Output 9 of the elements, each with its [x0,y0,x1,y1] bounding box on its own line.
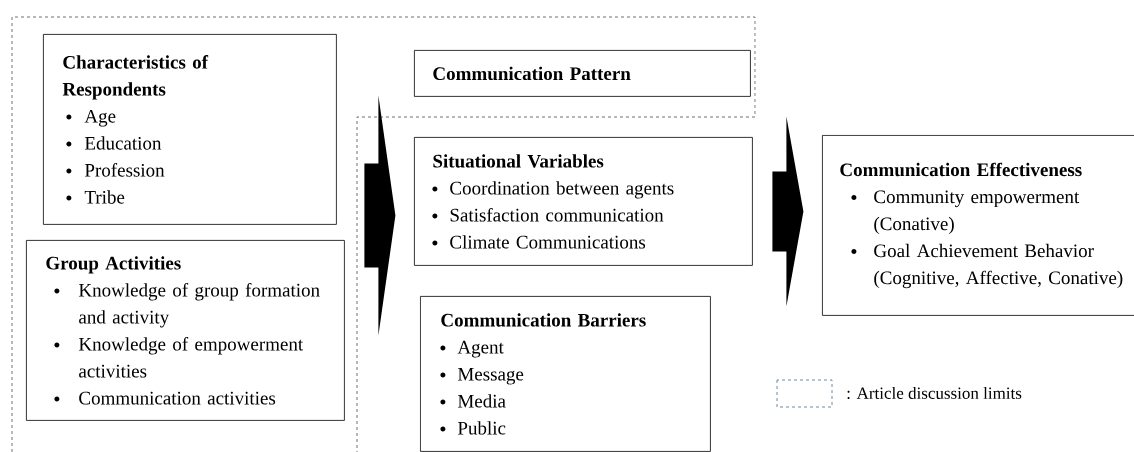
text-box: Communication Barriers Agent Message Media Public [420,296,711,452]
text-box: Characteristics of Respondents Age Education Profession Tribe [43,34,337,225]
text-box: Communication Pattern [414,50,751,97]
block-arrow [364,95,396,336]
block-arrow [772,116,804,307]
text-box: Group Activities Knowledge of group formation and activity Knowledge of empowerment activities Communication activities [26,240,345,421]
text-box: Communication Effectiveness Community empowerment (Conative) Goal Achievement Behavior (Cognitive, Affective, Conative) [822,135,1134,316]
legend-text: : Article discussion limits [847,387,1022,399]
text-box: Situational Variables Coordination between agents Satisfaction communication Climate Communications [414,137,753,266]
